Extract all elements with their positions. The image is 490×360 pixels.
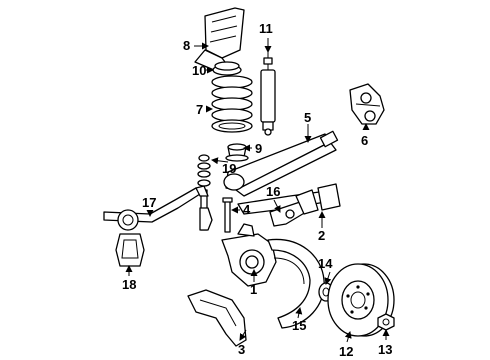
callout-15: 15 — [292, 318, 306, 333]
callout-6: 6 — [361, 133, 368, 148]
callout-3: 3 — [238, 342, 245, 357]
callout-14: 14 — [318, 256, 333, 271]
callout-12: 12 — [339, 344, 353, 359]
callout-1: 1 — [250, 282, 257, 297]
axle-pivot-bracket — [349, 83, 385, 125]
bolt — [222, 197, 233, 233]
callout-9: 9 — [255, 141, 262, 156]
coil-spring — [211, 75, 253, 133]
jounce-bumper — [225, 143, 249, 162]
callout-10: 10 — [192, 63, 206, 78]
callout-17: 17 — [142, 195, 156, 210]
callout-11: 11 — [259, 21, 273, 36]
stabilizer-bracket — [115, 209, 145, 267]
callout-4: 4 — [243, 202, 251, 217]
shock-absorber — [260, 40, 276, 136]
splash-shield — [267, 238, 325, 329]
lower-shield — [187, 289, 247, 347]
spring-insulator — [212, 61, 242, 76]
callout-19: 19 — [222, 161, 236, 176]
callout-8: 8 — [183, 38, 190, 53]
callout-labels: 8 10 7 11 9 5 6 19 4 17 18 16 2 1 14 15 … — [122, 21, 392, 359]
callout-16: 16 — [266, 184, 280, 199]
radius-arm — [223, 130, 339, 197]
leader-lines — [125, 38, 390, 343]
callout-7: 7 — [196, 102, 203, 117]
callout-2: 2 — [318, 228, 325, 243]
spring-tower-bracket — [194, 7, 245, 71]
lug-nut — [377, 313, 395, 331]
steering-knuckle — [221, 223, 277, 287]
tie-rod-end — [269, 189, 319, 227]
callout-5: 5 — [304, 110, 311, 125]
callout-18: 18 — [122, 277, 136, 292]
callout-13: 13 — [378, 342, 392, 357]
